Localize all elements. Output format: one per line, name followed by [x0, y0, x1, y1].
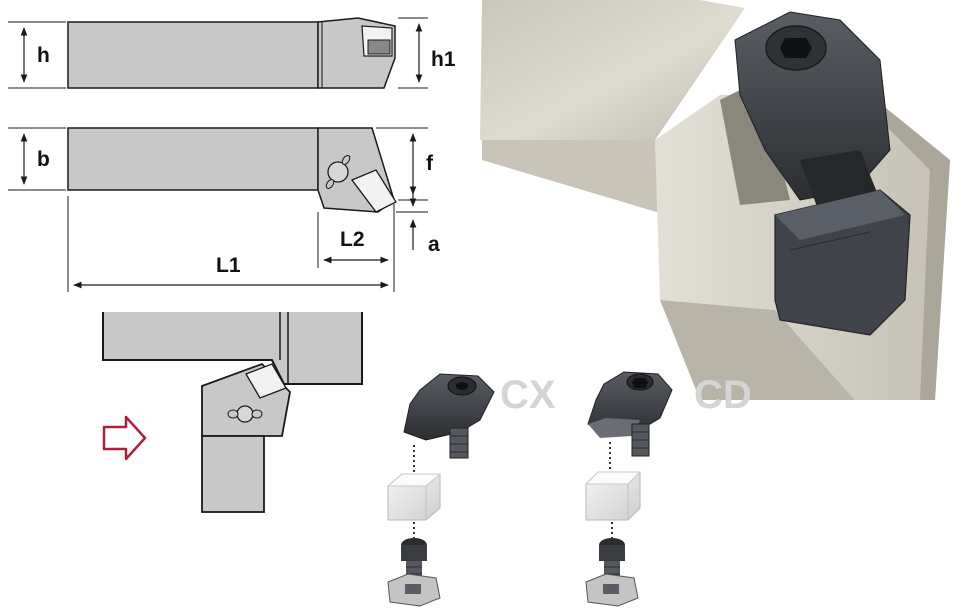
shim-screw-cd [585, 538, 639, 607]
insert-application [245, 363, 287, 399]
holder-shank-application [201, 435, 265, 513]
clamp-screw-icon [325, 155, 351, 189]
variant-label-cx: CX [500, 373, 556, 417]
shank-side [67, 127, 319, 191]
side-view: b f a L2 L1 [8, 127, 440, 292]
dimension-label-a: a [428, 233, 440, 256]
tool-holder-photo [480, 0, 969, 400]
dimension-label-f: f [426, 152, 434, 175]
clamp-set-cx: CX [386, 373, 556, 607]
clamp-set-cd: CD [584, 371, 752, 607]
dimension-label-b: b [37, 148, 50, 171]
dimension-label-h: h [37, 44, 50, 67]
top-view: h h1 [8, 17, 456, 89]
shim-screw-cx [387, 538, 441, 607]
holder-shank-photo [480, 0, 745, 140]
application-view [102, 312, 363, 513]
arrow-right-outline-icon [102, 415, 147, 461]
insert-cx [386, 473, 442, 521]
insert-side [350, 169, 397, 213]
shank-top [67, 21, 319, 89]
variant-label-cd: CD [694, 373, 752, 417]
dimension-label-l1: L1 [216, 254, 241, 277]
clamp-screw-icon [227, 405, 263, 423]
insert-cd [584, 471, 642, 521]
workpiece [102, 312, 363, 385]
dimension-label-l2: L2 [340, 228, 365, 251]
dimension-label-h1: h1 [431, 48, 456, 71]
